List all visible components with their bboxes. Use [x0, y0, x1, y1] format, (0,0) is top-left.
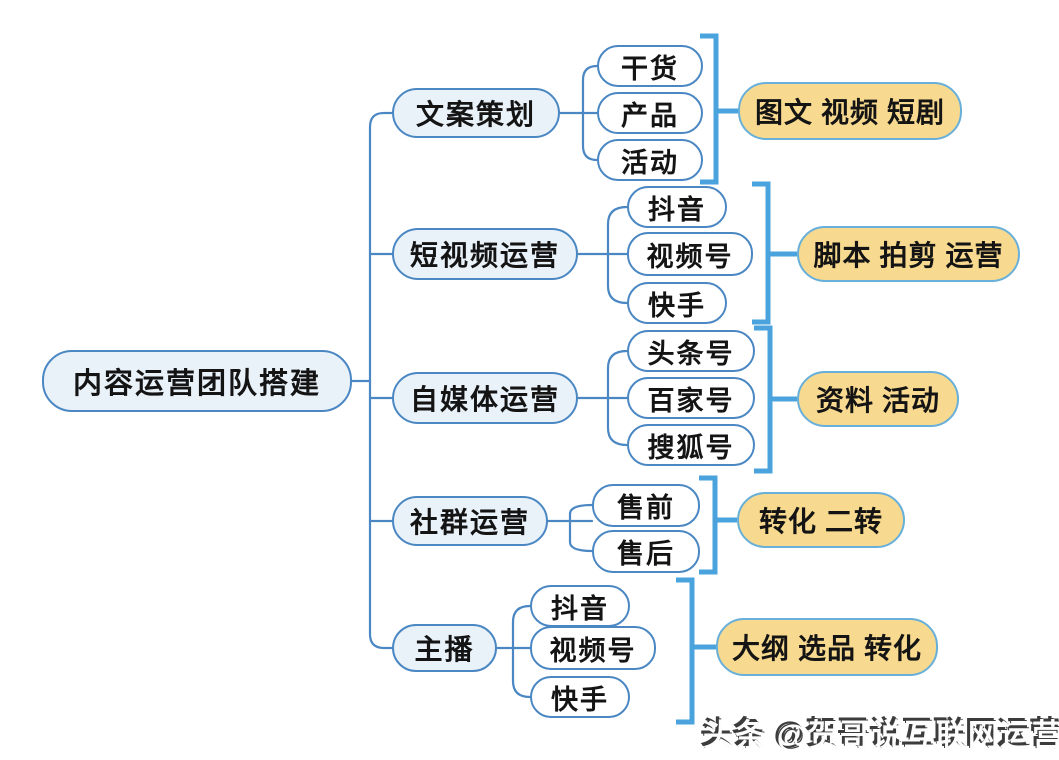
child-node[interactable]: 售前 — [592, 484, 700, 527]
note-node-short-video[interactable]: 脚本 拍剪 运营 — [797, 226, 1020, 282]
summary-brackets — [676, 33, 797, 725]
connector-branch2-children — [576, 205, 629, 305]
bracket-branch4 — [699, 475, 737, 575]
child-node[interactable]: 抖音 — [627, 186, 727, 228]
note-node-anchor[interactable]: 大纲 选品 转化 — [716, 618, 938, 676]
child-node[interactable]: 快手 — [530, 676, 630, 718]
child-node[interactable]: 视频号 — [627, 232, 753, 276]
child-node[interactable]: 搜狐号 — [627, 424, 755, 466]
child-node[interactable]: 产品 — [597, 92, 703, 134]
branch-node-self-media[interactable]: 自媒体运营 — [392, 372, 578, 424]
child-node[interactable]: 头条号 — [627, 330, 755, 372]
child-node[interactable]: 快手 — [627, 282, 727, 324]
bracket-branch3 — [754, 325, 797, 474]
root-node[interactable]: 内容运营团队搭建 — [42, 350, 352, 412]
bracket-branch2 — [752, 181, 797, 325]
connector-branch4-children — [546, 503, 594, 553]
connector-branch1-children — [558, 64, 599, 162]
note-node-self-media[interactable]: 资料 活动 — [797, 371, 959, 427]
note-node-copywriting[interactable]: 图文 视频 短剧 — [738, 82, 962, 140]
branch-node-short-video[interactable]: 短视频运营 — [392, 228, 578, 280]
thin-connectors — [350, 64, 629, 699]
child-node[interactable]: 活动 — [597, 139, 703, 181]
connector-trunk — [368, 111, 394, 650]
bracket-branch1 — [700, 33, 738, 185]
connector-branch5-children — [495, 604, 532, 699]
note-node-community[interactable]: 转化 二转 — [737, 492, 905, 548]
bracket-branch5 — [676, 577, 716, 725]
child-node[interactable]: 抖音 — [530, 585, 630, 627]
connector-branch3-children — [576, 349, 629, 447]
child-node[interactable]: 百家号 — [627, 377, 755, 419]
branch-node-anchor[interactable]: 主播 — [392, 624, 497, 672]
child-node[interactable]: 干货 — [597, 45, 703, 87]
toutiao-watermark: 头条 @贺哥说互联网运营 — [703, 718, 1059, 753]
child-node[interactable]: 视频号 — [530, 626, 656, 670]
child-node[interactable]: 售后 — [592, 530, 700, 573]
branch-node-copywriting[interactable]: 文案策划 — [392, 88, 560, 138]
branch-node-community[interactable]: 社群运营 — [392, 496, 548, 546]
